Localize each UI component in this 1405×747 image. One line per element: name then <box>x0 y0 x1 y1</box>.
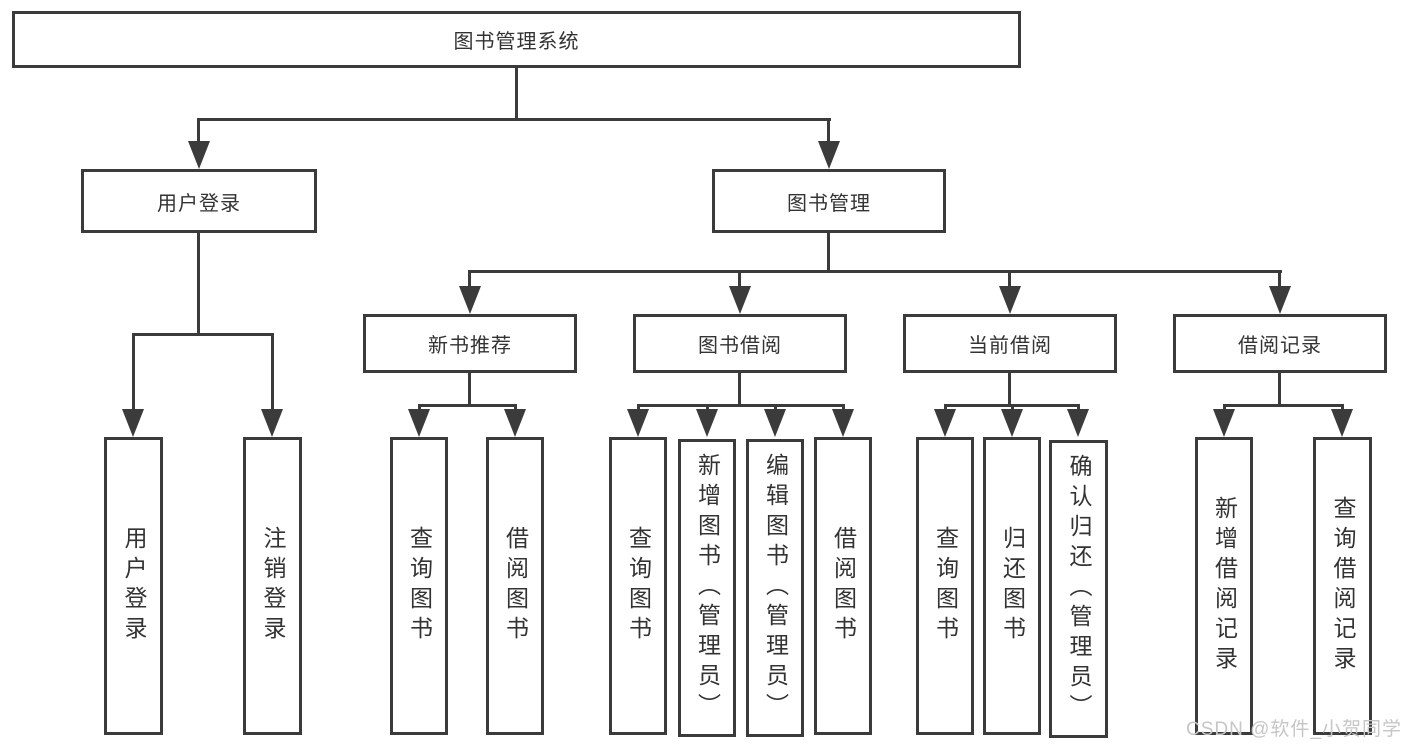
connector-line <box>738 371 741 406</box>
leaf-label: 新增图书（管理员） <box>694 453 721 723</box>
leaf-label: 归还图书 <box>999 526 1026 646</box>
connector-line <box>1008 371 1011 406</box>
arrowhead-down-icon <box>764 409 786 437</box>
leaf-records-add-record: 新增借阅记录 <box>1195 437 1253 735</box>
arrowhead-down-icon <box>261 409 283 437</box>
connector-line <box>827 118 830 146</box>
node-label: 当前借阅 <box>968 335 1052 357</box>
connector-line <box>197 230 200 336</box>
leaf-recommend-query-books: 查询图书 <box>390 437 448 735</box>
leaf-borrow-query-books: 查询图书 <box>609 437 667 735</box>
connector-line <box>271 333 274 413</box>
connector-line <box>1223 404 1344 407</box>
leaf-label: 查询图书 <box>406 526 433 646</box>
connector-line <box>132 333 274 336</box>
connector-line <box>1278 270 1281 290</box>
arrowhead-down-icon <box>188 141 210 169</box>
node-current-borrowing: 当前借阅 <box>903 314 1117 373</box>
arrowhead-down-icon <box>1269 286 1291 314</box>
arrowhead-down-icon <box>504 409 526 437</box>
leaf-label: 注销登录 <box>260 526 286 646</box>
leaf-label: 确认归还（管理员） <box>1066 454 1092 724</box>
arrowhead-down-icon <box>627 409 649 437</box>
node-label: 用户登录 <box>157 192 241 215</box>
connector-line <box>827 230 830 273</box>
watermark: CSDN @软件_小贺同学 <box>1186 719 1402 740</box>
connector-line <box>738 270 741 290</box>
arrowhead-down-icon <box>1067 409 1089 437</box>
leaf-user-login: 用户登录 <box>104 437 163 735</box>
arrowhead-down-icon <box>459 286 481 314</box>
arrowhead-down-icon <box>1001 409 1023 437</box>
connector-line <box>197 118 831 121</box>
leaf-logout: 注销登录 <box>243 437 302 735</box>
node-user-login: 用户登录 <box>81 169 317 233</box>
leaf-label: 编辑图书（管理员） <box>762 453 789 723</box>
node-label: 新书推荐 <box>428 335 512 357</box>
node-book-borrowing: 图书借阅 <box>633 314 847 373</box>
arrowhead-down-icon <box>696 409 718 437</box>
arrowhead-down-icon <box>408 409 430 437</box>
connector-line <box>637 404 845 407</box>
node-label: 借阅记录 <box>1238 335 1322 357</box>
leaf-borrow-edit-books-admin: 编辑图书（管理员） <box>746 439 804 737</box>
leaf-label: 查询图书 <box>625 526 652 646</box>
node-book-management: 图书管理 <box>712 169 946 233</box>
node-label: 图书借阅 <box>698 335 782 357</box>
connector-line <box>132 333 135 413</box>
arrowhead-down-icon <box>934 409 956 437</box>
leaf-label: 新增借阅记录 <box>1211 496 1238 676</box>
node-new-book-recommend: 新书推荐 <box>363 314 577 373</box>
connector-line <box>468 270 471 290</box>
leaf-records-query-record: 查询借阅记录 <box>1313 437 1372 735</box>
connector-line <box>468 270 1282 273</box>
connector-line <box>468 371 471 406</box>
leaf-current-query-books: 查询图书 <box>916 437 974 735</box>
connector-line <box>197 118 200 146</box>
arrowhead-down-icon <box>1213 409 1235 437</box>
arrowhead-down-icon <box>832 409 854 437</box>
connector-line <box>1008 270 1011 290</box>
leaf-borrow-borrow-books: 借阅图书 <box>814 437 872 735</box>
arrowhead-down-icon <box>729 286 751 314</box>
arrowhead-down-icon <box>818 141 840 169</box>
leaf-label: 用户登录 <box>121 526 147 646</box>
connector-line <box>515 66 518 121</box>
connector-line <box>418 404 517 407</box>
leaf-label: 借阅图书 <box>502 526 529 646</box>
node-library-management-system: 图书管理系统 <box>12 11 1021 68</box>
leaf-label: 查询借阅记录 <box>1330 496 1356 676</box>
leaf-recommend-borrow-books: 借阅图书 <box>486 437 544 735</box>
node-borrowing-records: 借阅记录 <box>1173 314 1387 373</box>
node-label: 图书管理 <box>787 192 871 215</box>
arrowhead-down-icon <box>1331 409 1353 437</box>
leaf-label: 借阅图书 <box>830 526 857 646</box>
leaf-label: 查询图书 <box>932 526 959 646</box>
arrowhead-down-icon <box>999 286 1021 314</box>
connector-line <box>1278 371 1281 406</box>
arrowhead-down-icon <box>122 409 144 437</box>
leaf-current-confirm-return-admin: 确认归还（管理员） <box>1049 440 1108 738</box>
leaf-current-return-books: 归还图书 <box>983 437 1041 735</box>
node-label: 图书管理系统 <box>453 31 580 53</box>
leaf-borrow-add-books-admin: 新增图书（管理员） <box>678 439 736 737</box>
